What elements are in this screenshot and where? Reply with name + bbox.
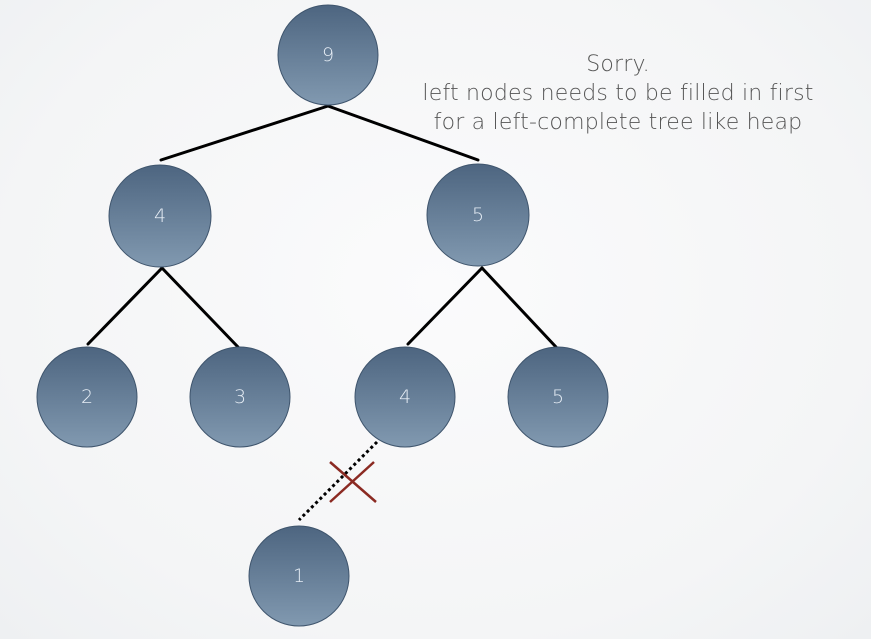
- node-left-value: 4: [154, 205, 166, 227]
- node-left-left: 2: [36, 346, 138, 448]
- node-root-value: 9: [322, 44, 334, 66]
- cross-mark: [329, 461, 377, 503]
- edge-root-right: [326, 104, 480, 162]
- node-right-left-value: 4: [399, 386, 411, 408]
- node-left-right-value: 3: [234, 386, 246, 408]
- node-invalid-child-value: 1: [293, 565, 305, 587]
- edge-right-rightright: [480, 266, 558, 349]
- node-right-left: 4: [354, 346, 456, 448]
- node-right: 5: [426, 163, 530, 267]
- node-left-left-value: 2: [81, 386, 93, 408]
- note-line-3: for a left-complete tree like heap: [433, 110, 803, 135]
- node-invalid-child: 1: [248, 525, 350, 627]
- edge-right-rightleft: [406, 266, 484, 346]
- note-line-1: Sorry.: [586, 52, 650, 77]
- explanation-note: Sorry. left nodes needs to be filled in …: [398, 50, 838, 137]
- node-right-value: 5: [472, 204, 484, 226]
- node-right-right-value: 5: [552, 386, 564, 408]
- node-root: 9: [277, 4, 379, 106]
- invalid-dotted-edge: [297, 440, 379, 522]
- node-right-right: 5: [507, 346, 609, 448]
- tree-edges: [86, 104, 558, 349]
- edge-left-leftright: [160, 266, 240, 349]
- note-line-2: left nodes needs to be filled in first: [422, 81, 814, 106]
- edge-left-leftleft: [86, 266, 164, 346]
- node-left: 4: [108, 164, 212, 268]
- edge-root-left: [159, 104, 330, 162]
- node-left-right: 3: [189, 346, 291, 448]
